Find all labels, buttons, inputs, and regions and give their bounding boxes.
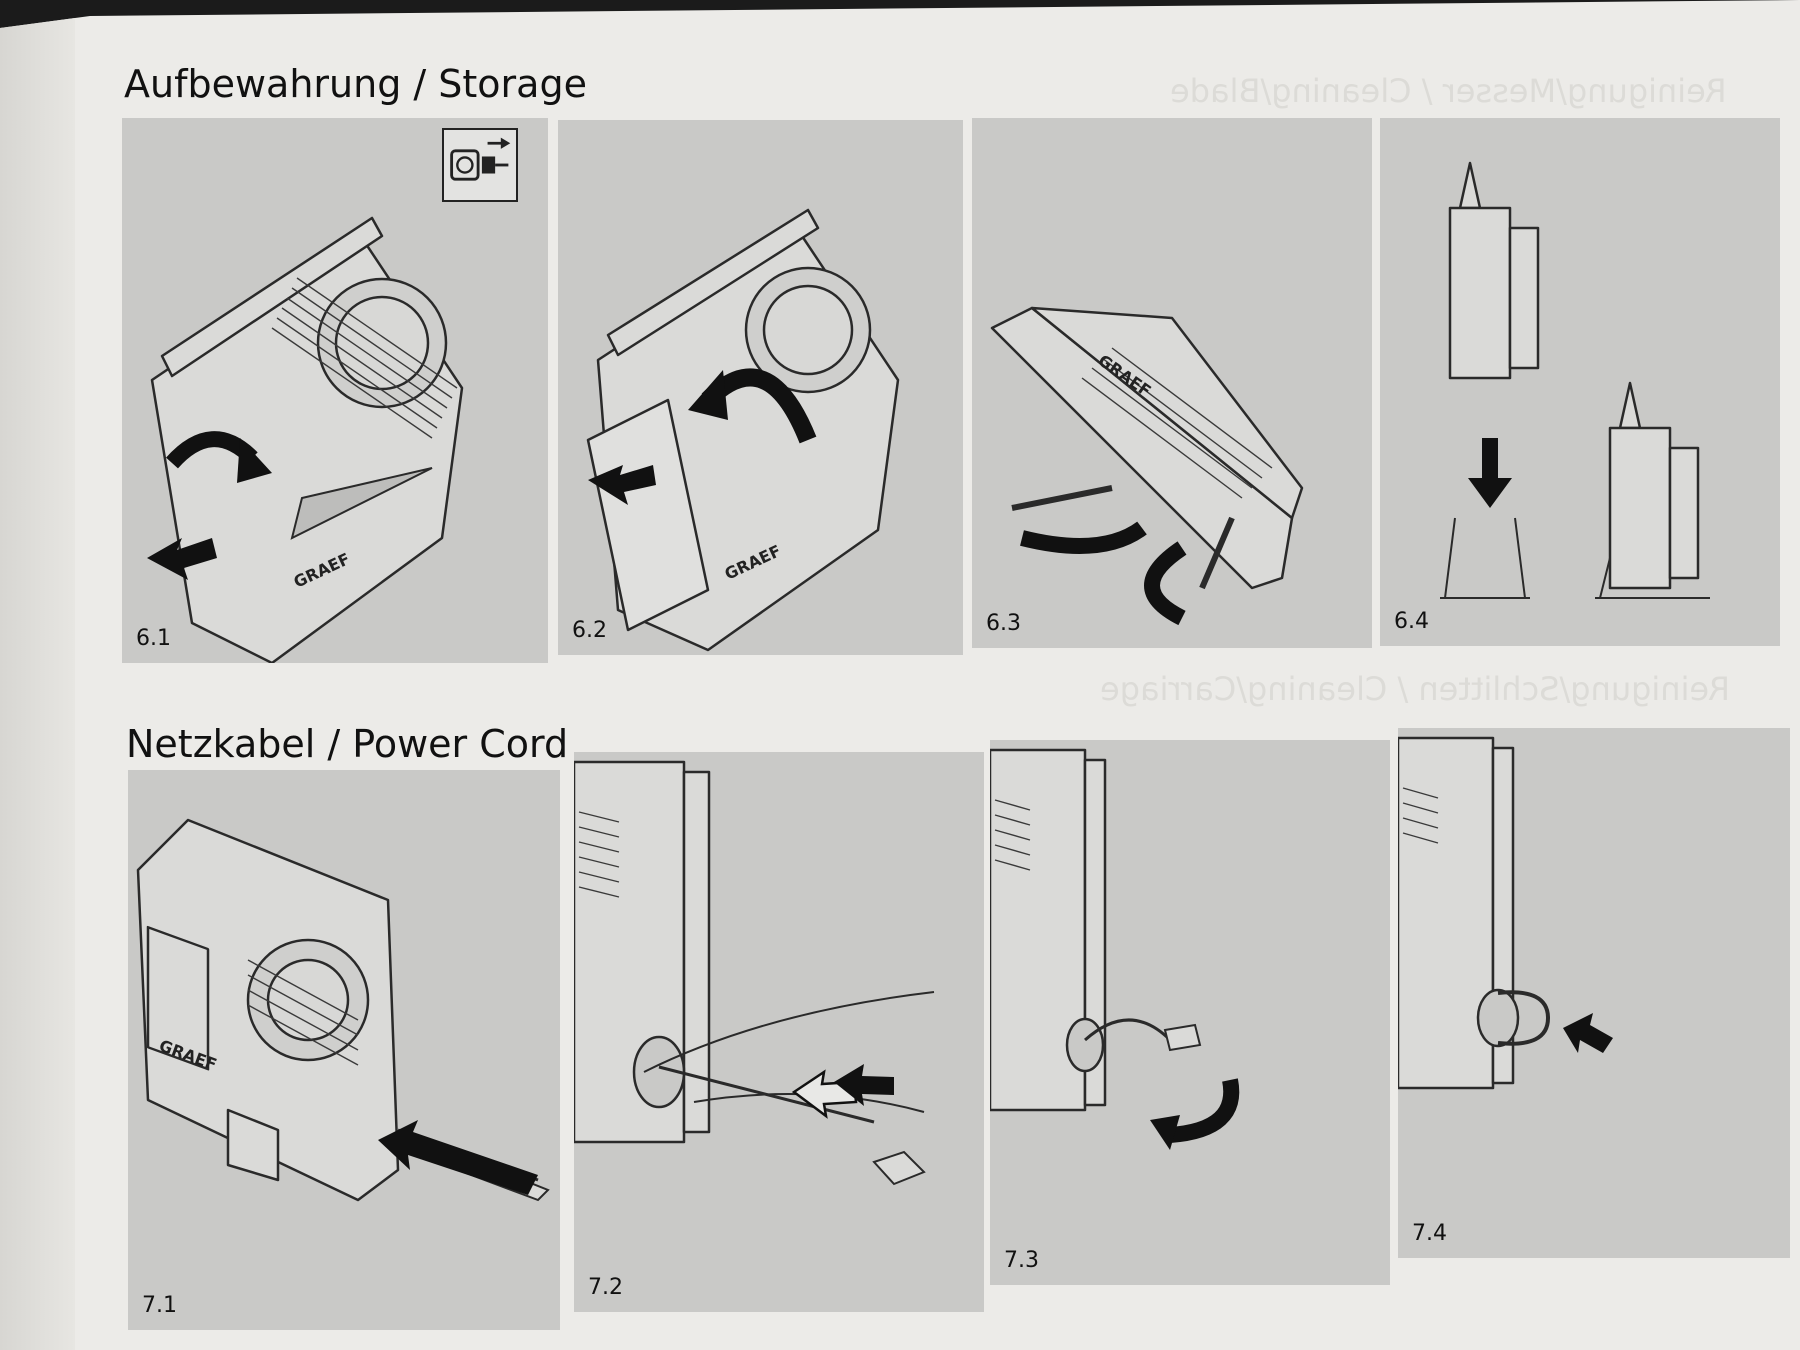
slicer-fold-illustration: GRAEF xyxy=(586,208,900,652)
slicer-fold-illustration: GRAEF xyxy=(990,306,1304,626)
step-number: 7.2 xyxy=(588,1275,623,1300)
step-number: 7.3 xyxy=(1004,1248,1039,1273)
show-through-text-top: Reinigung/Messer / Cleaning/Blade xyxy=(1170,72,1727,110)
slicer-cord-illustration: GRAEF xyxy=(136,818,550,1202)
step-number: 6.4 xyxy=(1394,609,1429,634)
unplug-icon xyxy=(442,128,518,202)
step-number: 6.2 xyxy=(572,618,607,643)
previous-page-edge xyxy=(0,0,75,1350)
step-number: 6.3 xyxy=(986,611,1021,636)
step-panel-6-1: GRAEF 6.1 xyxy=(122,118,548,663)
step-number: 6.1 xyxy=(136,626,171,651)
step-panel-7-3: 7.3 xyxy=(990,740,1390,1285)
step-number: 7.1 xyxy=(142,1293,177,1318)
show-through-text-middle: Reinigung/Schlitten / Cleaning/Carriage xyxy=(1100,670,1730,708)
step-panel-7-2: 7.2 xyxy=(574,752,984,1312)
step-panel-7-4: 7.4 xyxy=(1398,728,1790,1258)
section-title-power-cord: Netzkabel / Power Cord xyxy=(126,722,569,766)
slicer-upright-illustration xyxy=(1440,161,1710,599)
cord-threading-illustration xyxy=(574,760,935,1186)
step-panel-6-2: GRAEF 6.2 xyxy=(558,120,963,655)
step-number: 7.4 xyxy=(1412,1221,1447,1246)
step-panel-6-4: 6.4 xyxy=(1380,118,1780,646)
cord-stored-illustration xyxy=(1398,736,1613,1090)
step-panel-6-3: GRAEF 6.3 xyxy=(972,118,1372,648)
step-panel-7-1: GRAEF 7.1 xyxy=(128,770,560,1330)
section-title-storage: Aufbewahrung / Storage xyxy=(124,62,587,106)
slicer-fold-illustration: GRAEF xyxy=(147,216,464,663)
cord-tucking-illustration xyxy=(990,748,1240,1150)
